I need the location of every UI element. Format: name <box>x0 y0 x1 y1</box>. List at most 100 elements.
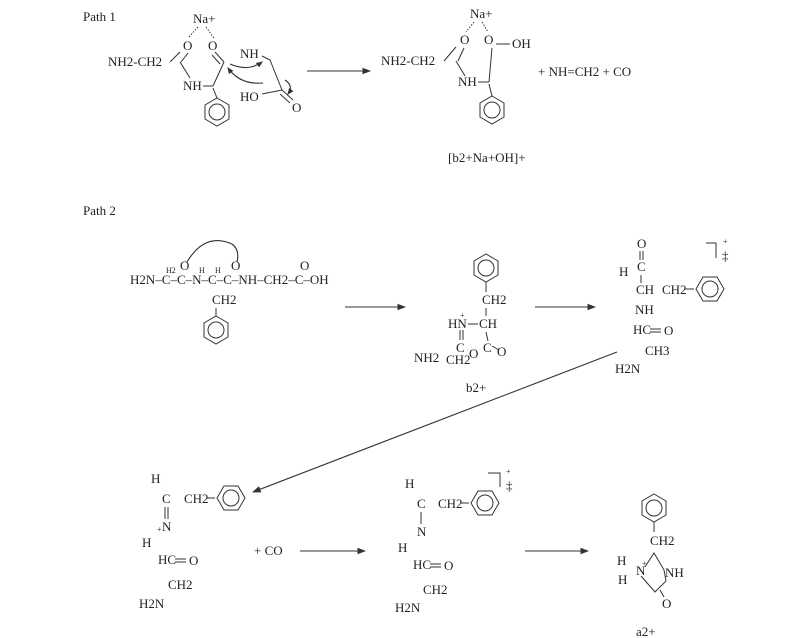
imidazolidinone-ring <box>640 552 667 593</box>
bond <box>169 51 181 63</box>
ch2: CH2 <box>662 282 687 297</box>
c: C <box>162 491 171 506</box>
double-bond <box>491 345 500 351</box>
plus-co: + CO <box>254 543 283 558</box>
exo-o: O <box>497 344 506 359</box>
bond <box>212 61 225 87</box>
bond <box>180 52 189 63</box>
benzyl-ch2: CH2 <box>212 292 237 307</box>
ch2: CH2 <box>650 533 675 548</box>
ring-o: O <box>469 346 478 361</box>
hn-plus: HN <box>448 316 467 331</box>
hc: HC <box>158 552 176 567</box>
ts2: H C CH2 N H HC O CH2 H2N + ‡ <box>395 467 513 615</box>
bond <box>281 89 294 101</box>
b2-ion-name: b2+ <box>466 380 486 395</box>
h: H <box>142 535 151 550</box>
c: C <box>417 496 426 511</box>
bond <box>261 89 283 95</box>
acid-ho: HO <box>240 89 259 104</box>
bond <box>212 87 218 99</box>
phenyl-ring <box>479 95 505 125</box>
reaction-arrow <box>251 351 618 493</box>
coord-bond <box>481 21 489 33</box>
phenyl-aromatic <box>477 259 495 277</box>
coord-bond <box>187 26 199 39</box>
ts-bracket <box>488 472 501 487</box>
h: H <box>618 572 627 587</box>
bond <box>443 46 457 62</box>
nh: NH <box>240 46 259 61</box>
h: H <box>619 264 628 279</box>
carbonyl-o: O <box>180 258 189 273</box>
o: O <box>662 596 671 611</box>
ch2: CH2 <box>423 582 448 597</box>
carbonyl-o: O <box>231 258 240 273</box>
electron-arrow <box>284 79 294 95</box>
charge-plus: + <box>723 237 728 246</box>
phenyl-aromatic <box>645 499 663 517</box>
phenyl-ring <box>203 315 229 345</box>
n: N <box>417 524 427 539</box>
phenyl-ring <box>204 97 230 127</box>
carbonyl-o: O <box>300 258 309 273</box>
h2n: H2N <box>615 361 641 376</box>
n: N <box>162 519 172 534</box>
o: O <box>664 323 673 338</box>
a2-ion: CH2 H N + H NH O a2+ <box>617 493 684 638</box>
h: H <box>151 471 160 486</box>
ts-bracket <box>706 242 717 258</box>
oh: OH <box>512 36 531 51</box>
bond <box>261 55 283 91</box>
ch: CH <box>479 316 497 331</box>
bond <box>457 47 465 62</box>
ch: CH <box>636 282 654 297</box>
path1-product: Na+ O O OH NH2-CH2 NH + NH=CH2 + CO [b2+… <box>381 6 631 165</box>
amide-nh: NH <box>183 78 202 93</box>
h: H <box>398 540 407 555</box>
bond <box>485 331 489 342</box>
phenyl-ring <box>470 490 500 516</box>
bond <box>279 93 291 104</box>
phenyl-aromatic <box>207 321 225 339</box>
h-c: H <box>215 266 221 275</box>
phenyl-ring <box>695 276 725 302</box>
b2-ion: CH2 HN + CH C C O O NH2 CH2 b2+ <box>414 253 507 395</box>
nh: NH <box>635 302 654 317</box>
bond <box>179 61 191 79</box>
n-plus: N <box>636 563 646 578</box>
amide-nh: NH <box>458 74 477 89</box>
acid-o: O <box>292 100 301 115</box>
bond <box>488 47 493 83</box>
charge-plus: + <box>642 559 647 568</box>
h-n: H <box>199 266 205 275</box>
ch3: CH3 <box>645 343 670 358</box>
nh: NH <box>665 565 684 580</box>
h2: H2 <box>166 266 176 275</box>
phenyl-aromatic <box>483 101 501 119</box>
phenyl-aromatic <box>701 280 719 298</box>
electron-arrow <box>229 61 263 69</box>
imine-intermediate: H C CH2 N + H HC O CH2 H2N <box>139 471 246 611</box>
bond <box>488 83 493 97</box>
path-1-label: Path 1 <box>83 9 116 24</box>
c: C <box>637 259 646 274</box>
phenyl-aromatic <box>222 489 240 507</box>
peptide-chain: H2N–C–C–N–C–C–NH–CH2–C–OH <box>130 272 329 287</box>
na-ion: Na+ <box>193 11 216 26</box>
aldehyde-o: O <box>637 236 646 251</box>
carbonyl-o: O <box>208 38 217 53</box>
nh2: NH2 <box>414 350 439 365</box>
coord-bond <box>205 26 215 39</box>
product-name-b2-na-oh: [b2+Na+OH]+ <box>448 150 526 165</box>
o: O <box>444 558 453 573</box>
hc: HC <box>633 322 651 337</box>
o: O <box>189 553 198 568</box>
ts1: O C H CH CH2 NH HC O CH3 H2N + ‡ <box>615 236 729 376</box>
electron-arrow <box>227 67 264 84</box>
h: H <box>617 553 626 568</box>
charge-plus: + <box>460 311 465 320</box>
carbonyl-o: O <box>460 32 469 47</box>
carbonyl-o: O <box>183 38 192 53</box>
